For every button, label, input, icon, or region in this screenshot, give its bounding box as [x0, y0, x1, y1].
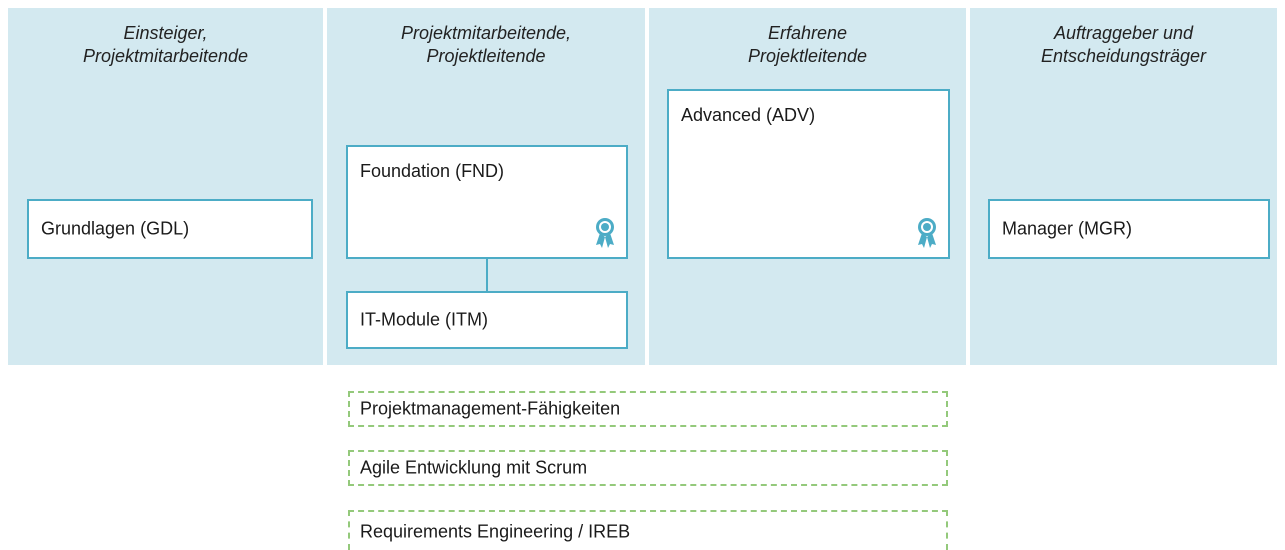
column-header: Auftraggeber und Entscheidungsträger	[970, 22, 1277, 68]
module-it-module[interactable]: IT-Module (ITM)	[346, 291, 628, 349]
column-header-line: Einsteiger,	[123, 23, 208, 43]
connector-line	[486, 259, 488, 291]
module-label: Manager (MGR)	[1002, 218, 1133, 239]
module-manager[interactable]: Manager (MGR)	[988, 199, 1270, 259]
column-header: Projektmitarbeitende, Projektleitende	[327, 22, 645, 68]
column-header-line: Entscheidungsträger	[1040, 46, 1207, 66]
column-erfahrene: Erfahrene Projektleitende Advanced (ADV)	[649, 8, 966, 365]
column-header-line: Erfahrene	[767, 23, 848, 43]
skill-label: Requirements Engineering / IREB	[360, 521, 631, 542]
module-grundlagen[interactable]: Grundlagen (GDL)	[27, 199, 313, 259]
certificate-badge-icon	[596, 218, 614, 248]
module-advanced[interactable]: Advanced (ADV)	[667, 89, 950, 259]
column-header-line: Projektleitende	[747, 46, 868, 66]
column-einsteiger: Einsteiger, Projektmitarbeitende Grundla…	[8, 8, 323, 365]
column-header-line: Projektleitende	[426, 46, 546, 66]
skill-label: Agile Entwicklung mit Scrum	[360, 457, 588, 478]
skill-label: Projektmanagement-Fähigkeiten	[360, 398, 621, 419]
module-label: Foundation (FND)	[360, 161, 505, 181]
certificate-badge-icon	[918, 218, 936, 248]
column-header-line: Auftraggeber und	[1053, 23, 1194, 43]
module-label: Grundlagen (GDL)	[41, 218, 190, 239]
module-label: IT-Module (ITM)	[360, 309, 489, 330]
column-header-line: Projektmitarbeitende,	[400, 23, 572, 43]
module-label: Advanced (ADV)	[681, 105, 816, 125]
module-foundation[interactable]: Foundation (FND)	[346, 145, 628, 259]
skill-agile-scrum[interactable]: Agile Entwicklung mit Scrum	[348, 450, 948, 486]
column-header: Erfahrene Projektleitende	[649, 22, 966, 68]
column-auftraggeber: Auftraggeber und Entscheidungsträger Man…	[970, 8, 1277, 365]
column-header: Einsteiger, Projektmitarbeitende	[8, 22, 323, 68]
column-projektmitarbeitende: Projektmitarbeitende, Projektleitende Fo…	[327, 8, 645, 365]
column-header-line: Projektmitarbeitende	[82, 46, 249, 66]
skill-projektmanagement[interactable]: Projektmanagement-Fähigkeiten	[348, 391, 948, 427]
skill-requirements-engineering[interactable]: Requirements Engineering / IREB	[348, 510, 948, 550]
